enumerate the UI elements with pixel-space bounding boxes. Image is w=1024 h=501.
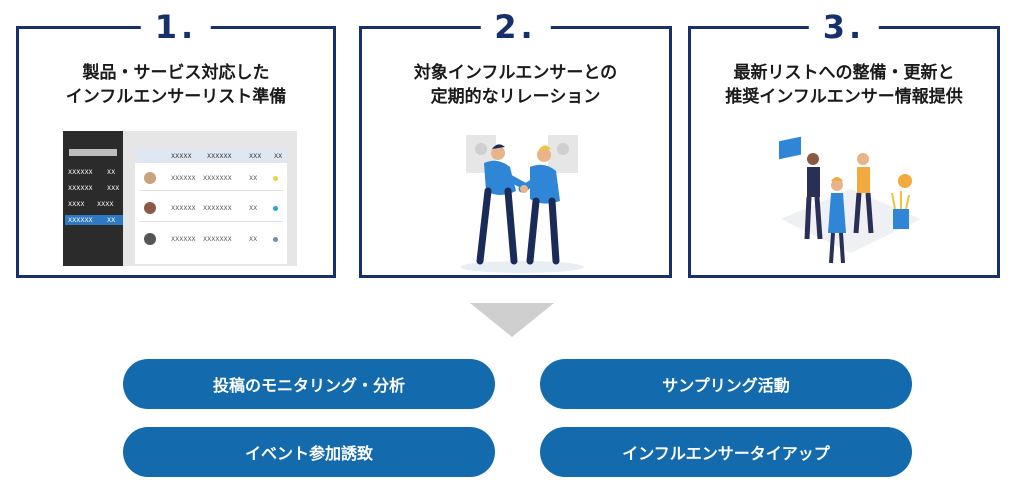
mock-header-cell: XXXXX [171, 153, 192, 160]
handshake-illustration [460, 135, 584, 273]
step-card-1: 1. 製品・サービス対応した インフルエンサーリスト準備 XXXXXX XX X… [16, 7, 336, 278]
event-invitation-button[interactable]: イベント参加誘致 [123, 427, 495, 477]
status-dot [273, 206, 278, 211]
step-title-2-line-2: 定期的なリレーション [430, 87, 601, 107]
monitoring-analysis-button[interactable]: 投稿のモニタリング・分析 [123, 359, 495, 409]
step-title-1-line-2: インフルエンサーリスト準備 [65, 87, 287, 107]
mock-side-cell-selected: XX [107, 217, 116, 224]
mock-side-cell: XXXXXX [68, 169, 93, 176]
step-number-2: 2. [480, 7, 551, 47]
mock-cell: XXXXXXX [203, 205, 232, 212]
mock-cell: XXXXXXX [203, 236, 232, 243]
mock-header-cell: XX [274, 153, 283, 160]
status-dot [273, 176, 278, 181]
mock-table-header: XXXXX XXXXXX XXX XX [135, 149, 287, 163]
step-number-3: 3. [808, 7, 880, 47]
mock-table-panel: XXXXX XXXXXX XXX XX XXXXXX XXXXXXX XX XX… [135, 149, 287, 264]
step-card-3: 3. 最新リストへの整備・更新と 推奨インフルエンサー情報提供 [688, 7, 1000, 278]
mock-side-cell: XXX [107, 185, 120, 192]
mock-side-cell-selected: XXXXXX [68, 217, 93, 224]
step-title-3-line-1: 最新リストへの整備・更新と [733, 63, 955, 83]
avatar [144, 202, 156, 214]
avatar [144, 172, 156, 184]
mock-cell: XXXXXX [171, 205, 196, 212]
step-title-3-line-2: 推奨インフルエンサー情報提供 [725, 87, 963, 107]
influencer-list-illustration: XXXXXX XX XXXXXX XXX XXXX XXXX XXXXXX XX… [63, 131, 297, 266]
mock-side-cell: XXXX [97, 201, 114, 208]
mock-side-cell: XXXXXX [68, 185, 93, 192]
step-title-1-line-1: 製品・サービス対応した [82, 63, 270, 83]
step-title-2: 対象インフルエンサーとの 定期的なリレーション [362, 61, 669, 109]
influencer-tieup-button[interactable]: インフルエンサータイアップ [540, 427, 912, 477]
mock-cell: XXXXXX [171, 236, 196, 243]
mock-cell: XX [249, 236, 258, 243]
down-arrow-icon [470, 303, 554, 337]
mock-side-cell: XXXX [68, 201, 85, 208]
mock-cell: XX [249, 205, 258, 212]
mock-cell: XXXXXX [171, 175, 196, 182]
mock-main: XXXXX XXXXXX XXX XX XXXXXX XXXXXXX XX XX… [123, 131, 297, 266]
step-title-3: 最新リストへの整備・更新と 推奨インフルエンサー情報提供 [691, 61, 997, 109]
mock-cell: XXXXXXX [203, 175, 232, 182]
team-illustration [779, 136, 921, 264]
status-dot [273, 237, 278, 242]
step-number-1: 1. [140, 7, 212, 47]
avatar [144, 233, 156, 245]
sampling-activity-button[interactable]: サンプリング活動 [540, 359, 912, 409]
mock-header-cell: XXX [249, 153, 262, 160]
mock-cell: XX [249, 175, 258, 182]
mock-side-cell: XX [107, 169, 116, 176]
step-title-1: 製品・サービス対応した インフルエンサーリスト準備 [19, 61, 333, 109]
mock-sidebar: XXXXXX XX XXXXXX XXX XXXX XXXX XXXXXX XX [63, 131, 123, 266]
step-card-2: 2. 対象インフルエンサーとの 定期的なリレーション [359, 7, 672, 278]
mock-header-cell: XXXXXX [207, 153, 232, 160]
step-title-2-line-1: 対象インフルエンサーとの [413, 63, 618, 83]
